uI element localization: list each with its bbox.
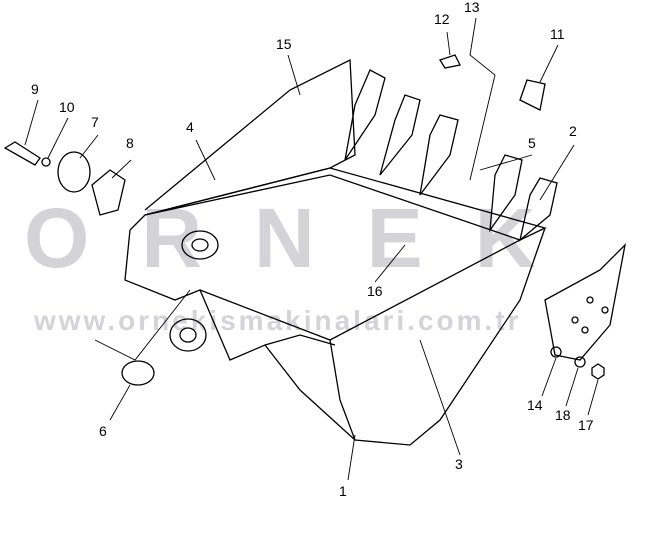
bucket-top-edge [144, 167, 547, 241]
bucket-floor-line [264, 334, 336, 346]
callout-10: 10 [59, 99, 75, 115]
lower-boss [169, 318, 207, 352]
callout-5: 5 [528, 135, 536, 151]
spacer [57, 151, 91, 193]
watermark-logo: ORNEK [24, 191, 588, 285]
bucket-bottom [199, 239, 521, 341]
callout-13: 13 [464, 0, 480, 15]
teeth [344, 69, 558, 242]
callout-7: 7 [91, 114, 99, 130]
callout-3: 3 [455, 456, 463, 472]
boss-cap [121, 360, 155, 386]
callout-14: 14 [527, 397, 543, 413]
side-cutter-plate [544, 243, 627, 361]
callout-11: 11 [550, 26, 565, 42]
washer [41, 157, 51, 167]
plate [91, 169, 126, 216]
callout-4: 4 [186, 119, 194, 135]
callout-8: 8 [126, 135, 134, 151]
callout-17: 17 [578, 417, 594, 433]
callout-16: 16 [367, 283, 383, 299]
bucket-lip [329, 339, 356, 441]
callout-2: 2 [569, 123, 577, 139]
bucket-side-left [124, 227, 546, 446]
callout-18: 18 [555, 407, 571, 423]
boss [181, 230, 219, 260]
watermark-url: www.ornekismakinalari.com.tr [34, 305, 522, 336]
bolt [3, 141, 41, 166]
callout-12: 12 [434, 11, 450, 27]
callout-1: 1 [339, 483, 347, 499]
bucket-back-plate [129, 58, 356, 231]
callout-9: 9 [31, 81, 39, 97]
callout-15: 15 [276, 36, 292, 52]
callout-6: 6 [99, 423, 107, 439]
